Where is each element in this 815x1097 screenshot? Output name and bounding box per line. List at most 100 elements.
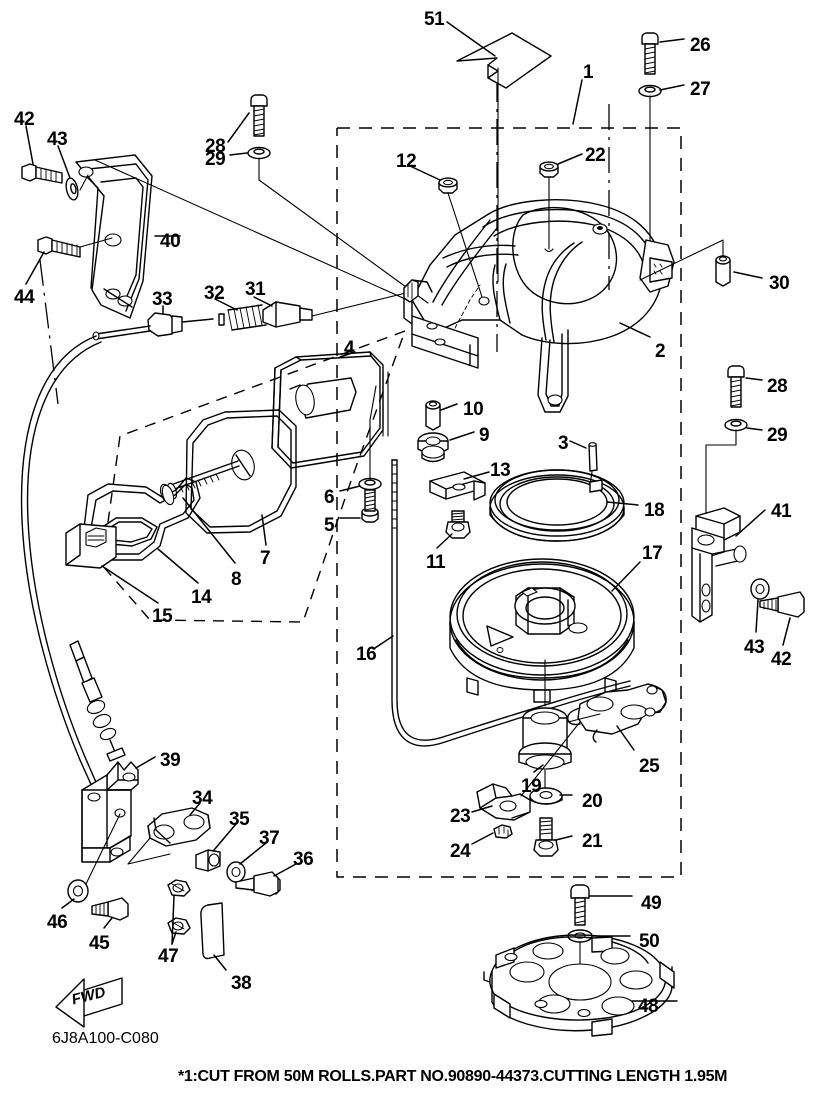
leader-32 [214, 298, 238, 311]
part-10-collar [425, 400, 441, 431]
part-36-bolt [235, 871, 281, 897]
leader-8 [182, 497, 236, 564]
callout-28: 28 [205, 136, 226, 157]
callout-42: 42 [14, 109, 35, 130]
part-51-bracket-plate [446, 21, 552, 89]
callout-4: 4 [344, 338, 355, 359]
leader-45 [103, 917, 113, 929]
callout-50: 50 [639, 931, 660, 952]
callout-26: 26 [690, 35, 711, 56]
callout-6: 6 [324, 487, 335, 508]
part-5-bolt [361, 489, 379, 523]
leader-31 [253, 296, 273, 307]
callout-32: 32 [204, 283, 225, 304]
leader-1 [572, 79, 583, 125]
part-46-washer [67, 879, 89, 903]
leader-30 [733, 271, 763, 279]
leader-41 [735, 509, 766, 537]
callout-42: 42 [771, 649, 792, 670]
leader-23 [471, 805, 493, 813]
leader-36 [273, 863, 297, 877]
callout-18: 18 [644, 500, 665, 521]
callout-15: 15 [152, 606, 173, 627]
leader-42-right [782, 617, 791, 646]
part-20-washer [529, 787, 563, 805]
leader-19 [533, 764, 544, 773]
part-35-collar [195, 849, 221, 872]
part-32-spring [218, 304, 267, 331]
callout-11: 11 [426, 552, 446, 573]
leader-6 [339, 485, 361, 492]
part-30-bush [715, 255, 731, 287]
part-4-handle-wire [271, 351, 384, 469]
cable-end-assembly [69, 640, 126, 762]
leader-13 [463, 471, 490, 480]
leader-28-right [745, 377, 763, 381]
part-9-bushing [417, 432, 449, 463]
leader-44-to-arm [79, 237, 113, 248]
leader-21 [555, 835, 573, 841]
callout-9: 9 [479, 425, 490, 446]
callout-31: 31 [245, 279, 266, 300]
leader-18 [606, 501, 639, 506]
part-50-washer [567, 929, 593, 943]
callout-36: 36 [293, 849, 314, 870]
callout-5: 5 [324, 515, 335, 536]
leader-27 [659, 84, 685, 91]
part-21-bolt [533, 817, 559, 857]
leader-12 [409, 165, 441, 181]
group-boundary-1 [336, 127, 682, 878]
callout-43: 43 [744, 637, 765, 658]
rope-left-outer [20, 335, 99, 801]
leader-15 [101, 565, 159, 604]
centerline-left [39, 259, 59, 405]
part-13-plate [429, 471, 486, 501]
leader-44-left [25, 251, 45, 285]
leader-14 [157, 548, 199, 584]
callout-19: 19 [521, 776, 542, 797]
part-34-link-lever [147, 807, 211, 847]
part-42-bolt-left [21, 163, 63, 184]
leader-4 [339, 351, 356, 358]
leader-25 [616, 725, 635, 751]
rope-left-inner [26, 341, 103, 797]
leader-26 [659, 38, 685, 43]
leader-7 [261, 514, 267, 546]
part-29-washer-right [724, 418, 748, 432]
leader-42-left [25, 125, 34, 165]
part-49-bolt [570, 884, 590, 926]
leader-29-right [746, 427, 763, 431]
callout-40: 40 [160, 231, 181, 252]
part-43-washer-right [750, 578, 770, 600]
part-27-washer [638, 84, 662, 98]
drawing-number: 6J8A100-C080 [52, 1030, 159, 1047]
leader-46 [61, 898, 75, 909]
callout-43: 43 [47, 129, 68, 150]
leader-16 [374, 635, 394, 649]
leader-34 [189, 802, 201, 816]
hidden-line-40 [94, 159, 413, 303]
handle-connector-block [65, 523, 117, 569]
part-22-nut [539, 161, 559, 178]
callout-38: 38 [231, 973, 252, 994]
part-24-clip [493, 824, 513, 839]
callout-28: 28 [767, 376, 788, 397]
leader-38 [213, 954, 227, 971]
part-7-grip-pad [185, 409, 297, 534]
callout-45: 45 [89, 933, 110, 954]
leader-43-left [57, 145, 71, 179]
part-44-bolt-left [37, 236, 81, 258]
part-41-lock-plate [691, 507, 747, 623]
callout-44: 44 [14, 287, 35, 308]
callout-1: 1 [583, 62, 594, 83]
part-42-bolt-right [759, 591, 805, 618]
leader-43-to-arm [79, 174, 89, 191]
part-28-bolt-right [727, 365, 745, 408]
leader-30-b [639, 239, 724, 281]
callout-24: 24 [450, 841, 471, 862]
part-45-bolt [91, 897, 129, 921]
part-17-sheave-drum [449, 558, 635, 703]
callout-39: 39 [160, 750, 181, 771]
